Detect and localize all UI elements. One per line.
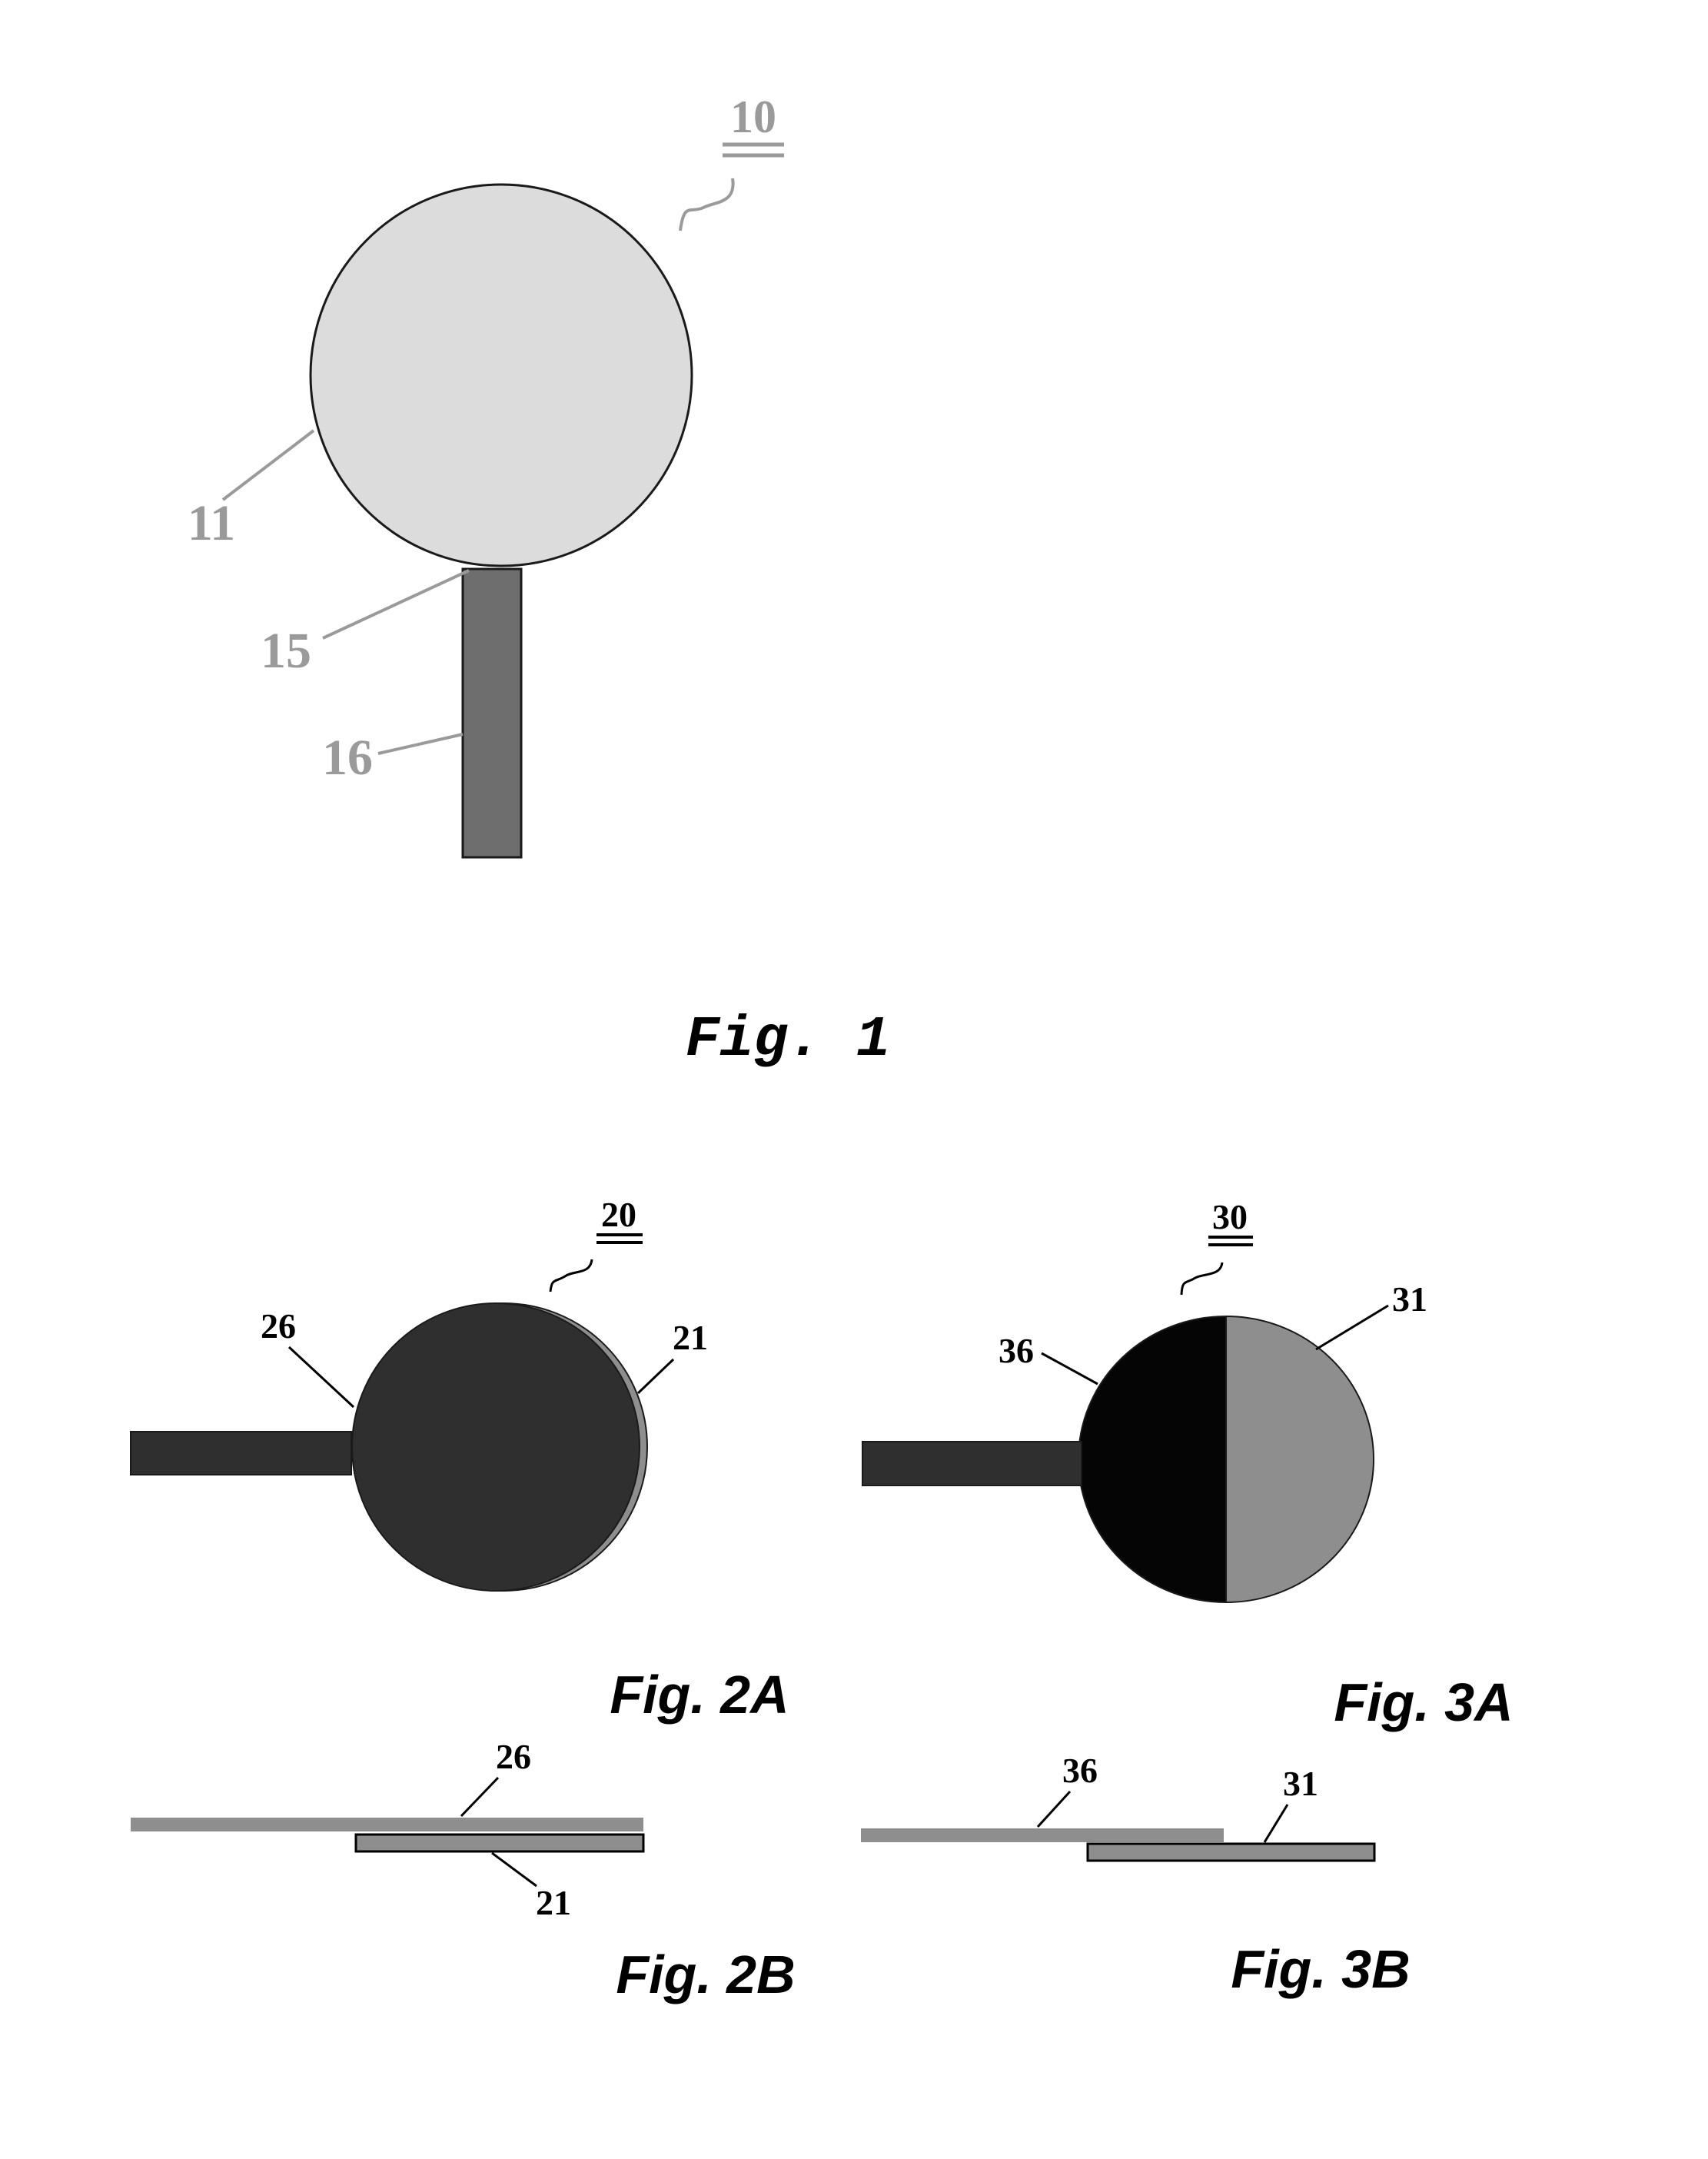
fig2a-front-disc [352,1303,640,1591]
fig3a-label-left: 36 [999,1331,1034,1370]
fig2a-ref-numeral: 20 [601,1195,636,1234]
fig2a-caption: Fig. 2A [610,1665,789,1725]
figure-3a: 30 36 31 Fig. 3A [862,1197,1514,1732]
fig3a-ref-numeral: 30 [1212,1197,1248,1236]
fig3a-right-half [1226,1316,1374,1602]
fig1-leader-junction [323,571,469,638]
fig2b-label-bottom: 21 [536,1883,571,1922]
fig1-circular-body [311,185,692,566]
fig1-leader-body [223,431,314,500]
fig3a-left-half [1078,1316,1226,1602]
fig1-label-body: 11 [188,495,235,551]
fig3b-label-right: 31 [1283,1764,1318,1803]
fig3a-label-right: 31 [1392,1279,1427,1319]
figure-3b: 36 31 Fig. 3B [861,1751,1411,1999]
fig2b-leader-bottom [492,1853,537,1886]
fig2a-label-front: 26 [261,1306,296,1346]
fig3a-ref-squiggle [1181,1262,1222,1295]
fig1-label-stem: 16 [322,730,373,786]
fig1-stem [463,569,521,857]
fig1-ref-squiggle [680,178,733,231]
fig3a-caption: Fig. 3A [1334,1672,1513,1732]
figure-2a: 20 26 21 Fig. 2A [131,1195,789,1725]
fig2a-label-back: 21 [673,1318,708,1357]
fig2b-top-layer [131,1818,643,1831]
fig2a-leader-back [638,1359,673,1393]
fig3b-caption: Fig. 3B [1231,1939,1410,1999]
fig1-ref-numeral: 10 [730,91,776,142]
figure-1: 10 11 15 16 Fig. 1 [188,91,890,1073]
fig1-leader-stem [378,734,463,753]
fig2a-leader-front [289,1347,354,1407]
fig2a-ref-squiggle [550,1259,592,1292]
fig2a-stem [131,1432,351,1475]
fig3b-label-left: 36 [1062,1751,1098,1790]
fig2b-bottom-layer [356,1835,643,1851]
fig2b-caption: Fig. 2B [616,1944,795,2004]
fig3a-leader-right [1316,1306,1388,1349]
figure-2b: 26 21 Fig. 2B [131,1737,796,2004]
fig3b-leader-left [1038,1791,1070,1827]
fig3a-stem [862,1442,1082,1485]
fig3a-leader-left [1042,1353,1098,1384]
fig1-caption: Fig. 1 [686,1008,890,1073]
fig2b-leader-top [461,1778,498,1816]
fig1-label-junction: 15 [261,623,311,679]
fig3b-leader-right [1264,1805,1288,1842]
fig3b-left-layer [861,1828,1224,1842]
fig2b-label-top: 26 [496,1737,531,1776]
fig3b-right-layer [1088,1844,1374,1861]
